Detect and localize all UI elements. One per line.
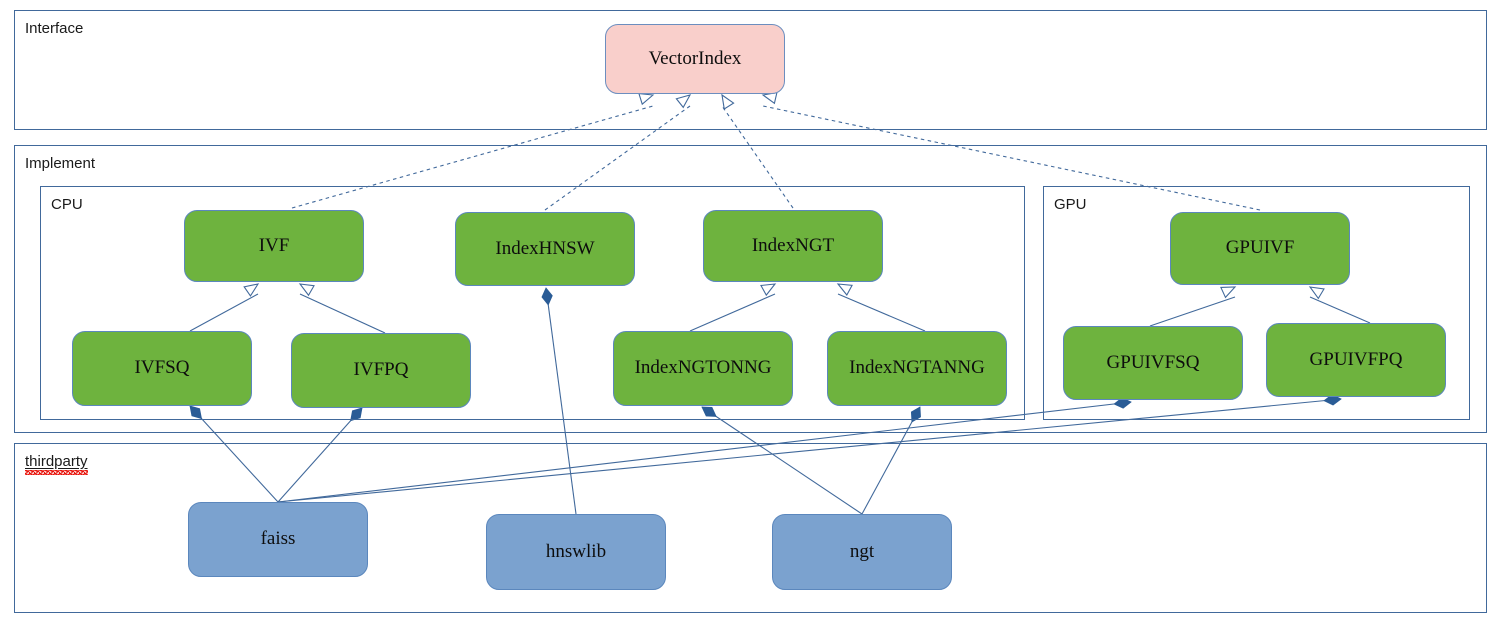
edge-gpuivfpq-to-gpuivf [1309,296,1371,324]
edge-gpuivfsq-to-gpuivf [1149,296,1236,327]
edge-hnswlib-to-indexhnsw [545,287,577,515]
edge-faiss-to-gpuivfpq [277,398,1342,503]
group-interface [14,10,1487,130]
edge-gpuivfpq-to-gpuivf-arrowhead [1308,286,1325,300]
node-label-indexhnsw: IndexHNSW [495,237,595,259]
edge-indexngt-to-vectorindex-arrowhead [721,93,735,110]
group-label-gpu: GPU [1054,196,1087,213]
edge-gpuivfsq-to-gpuivf-arrowhead [1220,286,1237,299]
edge-ngt-to-indexngtanng-diamond [910,406,921,423]
node-label-gpuivf: GPUIVF [1225,237,1295,259]
group-cpu [40,186,1025,420]
node-label-ivf: IVF [258,234,290,256]
edge-indexngtanng-to-indexngt [837,293,926,332]
edge-faiss-to-ivfsq-diamond [189,405,203,420]
edge-indexngtonng-to-indexngt-arrowhead [760,283,777,297]
node-label-indexngtonng: IndexNGTONNG [634,357,772,379]
node-indexngt[interactable]: IndexNGT [703,210,883,282]
group-gpu [1043,186,1470,420]
node-label-indexngt: IndexNGT [751,234,835,256]
edge-ivfsq-to-ivf-arrowhead [243,283,260,297]
node-indexngtonng[interactable]: IndexNGTONNG [613,331,793,406]
edge-ngt-to-indexngtonng [701,406,863,515]
edge-ivfpq-to-ivf-arrowhead [298,283,315,297]
node-label-gpuivfpq: GPUIVFPQ [1309,348,1403,370]
node-label-ivfpq: IVFPQ [353,359,409,381]
node-label-ngt: ngt [849,540,875,562]
group-label-implement: Implement [25,155,96,172]
edge-ivfpq-to-ivf [299,293,386,334]
node-label-indexngtanng: IndexNGTANNG [849,357,985,379]
edge-faiss-to-ivfsq [189,405,279,503]
edge-indexngtonng-to-indexngt [689,293,776,332]
edge-indexhnsw-to-vectorindex-arrowhead [675,94,692,109]
node-label-vectorindex: VectorIndex [648,47,742,69]
node-ivf[interactable]: IVF [184,210,364,282]
node-vectorindex[interactable]: VectorIndex [605,24,785,94]
edge-ivf-to-vectorindex-arrowhead [638,93,655,106]
edge-ngt-to-indexngtanng [861,406,921,515]
edge-ngt-to-indexngtonng-diamond [701,406,717,417]
edge-ivfsq-to-ivf [189,293,259,332]
group-implement [14,145,1487,433]
node-label-faiss: faiss [260,528,296,550]
node-ivfsq[interactable]: IVFSQ [72,331,252,406]
group-label-thirdparty: thirdparty [25,453,88,470]
group-label-interface: Interface [25,20,84,37]
node-label-gpuivfsq: GPUIVFSQ [1106,351,1200,373]
edge-indexhnsw-to-vectorindex [544,105,691,211]
edge-faiss-to-gpuivfsq [277,401,1132,503]
node-gpuivfsq[interactable]: GPUIVFSQ [1063,326,1243,400]
group-thirdparty [14,443,1487,613]
node-label-ivfsq: IVFSQ [134,357,190,379]
edge-faiss-to-ivfpq [277,407,363,503]
node-indexngtanng[interactable]: IndexNGTANNG [827,331,1007,406]
edge-indexngtanng-to-indexngt-arrowhead [836,283,853,297]
edge-faiss-to-ivfpq-diamond [350,407,363,422]
node-label-hnswlib: hnswlib [545,540,607,562]
node-ngt[interactable]: ngt [772,514,952,590]
node-gpuivf[interactable]: GPUIVF [1170,212,1350,285]
group-label-cpu: CPU [51,196,83,213]
node-faiss[interactable]: faiss [188,502,368,577]
node-indexhnsw[interactable]: IndexHNSW [455,212,635,286]
node-gpuivfpq[interactable]: GPUIVFPQ [1266,323,1446,397]
edge-hnswlib-to-indexhnsw-diamond [541,287,553,306]
node-hnswlib[interactable]: hnswlib [486,514,666,590]
edge-gpuivf-to-vectorindex [762,105,1261,211]
node-ivfpq[interactable]: IVFPQ [291,333,471,408]
